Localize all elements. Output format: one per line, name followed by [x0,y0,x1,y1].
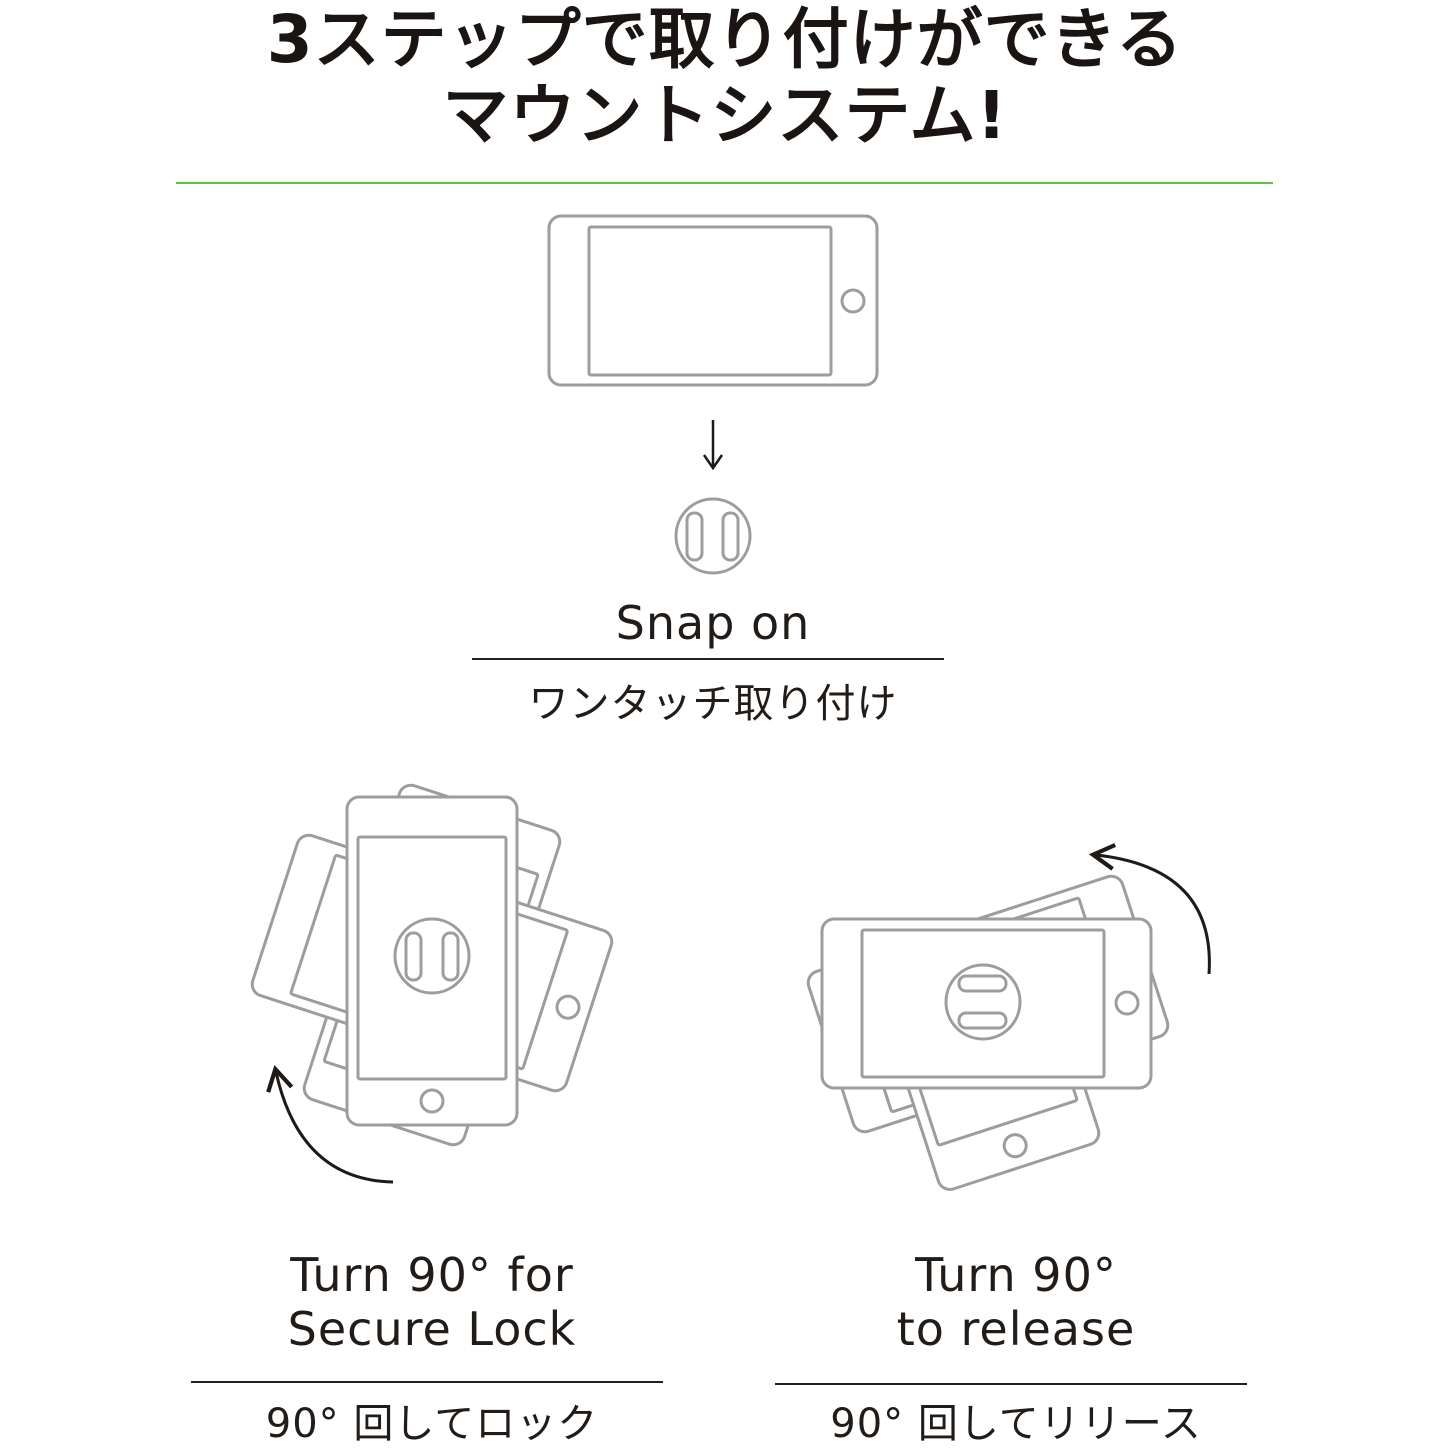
step-2-divider [191,1381,663,1383]
phone-landscape-icon [547,214,879,387]
step-3-caption-line-2: to release [896,1302,1136,1356]
rotate-lock-arrow-icon [266,1064,394,1184]
step-1-caption-ja: ワンタッチ取り付け [528,681,898,727]
page-title-line-1: 3ステップで取り付けができる [266,1,1184,78]
step-2-caption-line-2: Secure Lock [287,1302,577,1356]
down-arrow-icon [702,420,724,471]
page-title-line-2: マウントシステム! [442,77,1008,154]
mount-icon [674,497,752,575]
step-2-caption-ja: 90° 回してロック [265,1401,599,1447]
step-3-divider [775,1383,1247,1385]
mount-vertical-icon [393,917,471,995]
rotate-release-arrow-icon [1088,843,1211,975]
mount-horizontal-icon [944,963,1022,1041]
step-2-caption-line-1: Turn 90° for [290,1248,574,1302]
step-3-caption-ja: 90° 回してリリース [830,1401,1202,1447]
step-1-divider [472,658,944,660]
header-divider [176,182,1273,184]
step-3-caption-line-1: Turn 90° [915,1248,1117,1302]
step-1-caption: Snap on [615,596,811,650]
